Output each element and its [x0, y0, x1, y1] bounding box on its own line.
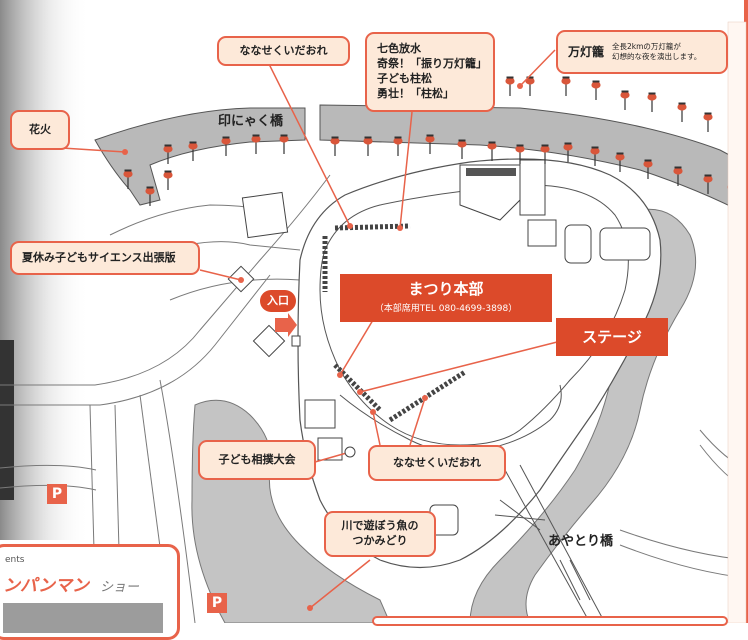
entrance-arrow — [275, 313, 297, 337]
anpanman-text: ンパンマン — [3, 576, 89, 596]
buildings — [227, 159, 651, 536]
bleachers — [466, 168, 516, 176]
event-3: 子ども柱松 — [377, 72, 432, 85]
anpanman-panel: ents ンパンマン ショー — [0, 544, 180, 640]
fish-line-1: 川で遊ぼう魚の — [341, 519, 419, 533]
callout-sumo: 子ども相撲大会 — [198, 440, 316, 480]
parking-icon-1: P — [47, 484, 67, 504]
callout-hanabi: 花火 — [10, 110, 70, 150]
bridge-top-label: 印にゃく橋 — [218, 114, 284, 129]
lantern-rows — [322, 223, 467, 423]
event-2: 奇祭！「振り万灯籠」 — [377, 57, 487, 71]
edge-strip-2 — [727, 21, 747, 623]
entrance-badge: 入口 — [260, 290, 296, 312]
park-island — [297, 158, 662, 569]
science-label: 夏休み子どもサイエンス出張版 — [22, 250, 176, 264]
show-text: ショー — [99, 580, 139, 595]
hanabi-label: 花火 — [29, 122, 51, 136]
callout-festival-events: 七色放水 奇祭！「振り万灯籠」 子ども柱松 勇壮！「柱松」 — [365, 32, 495, 112]
nanase-bottom-label: ななせくいだおれ — [393, 455, 481, 469]
event-4: 勇壮！「柱松」 — [377, 86, 454, 100]
hq-phone: （本部席用TEL 080-4699-3898） — [374, 304, 518, 314]
callout-mantoro: 万灯籠 全長2kmの万灯籠が 幻想的な夜を演出します。 — [556, 30, 728, 74]
parking-icon-2: P — [207, 593, 227, 613]
panel-photo — [3, 603, 163, 633]
event-1: 七色放水 — [377, 42, 421, 56]
nanase-top-label: ななせくいだおれ — [239, 43, 328, 57]
fish-line-2: つかみどり — [352, 534, 408, 547]
hq-title: まつり本部 — [408, 280, 484, 298]
anpanman-title: ンパンマン ショー — [3, 571, 139, 596]
bridge-top — [94, 107, 306, 206]
callout-fish: 川で遊ぼう魚の つかみどり — [324, 511, 436, 557]
mantoro-note: 全長2kmの万灯籠が 幻想的な夜を演出します。 — [612, 41, 702, 62]
hq-box: まつり本部 （本部席用TEL 080-4699-3898） — [340, 274, 552, 322]
bridge-bottom-label: あやとり橋 — [548, 534, 614, 549]
sumo-label: 子ども相撲大会 — [218, 452, 296, 466]
dark-photo-edge — [0, 340, 14, 500]
callout-nanase-bottom: ななせくいだおれ — [368, 445, 506, 481]
mantoro-label: 万灯籠 — [568, 44, 605, 59]
events-tag: ents — [5, 555, 25, 565]
bridge-bottom — [494, 464, 606, 623]
stage-box: ステージ — [556, 318, 668, 356]
callout-science: 夏休み子どもサイエンス出張版 — [10, 241, 200, 275]
bottom-panel-edge — [372, 616, 728, 626]
callout-nanase-top: ななせくいだおれ — [217, 36, 350, 66]
sumo-ring — [344, 446, 356, 458]
